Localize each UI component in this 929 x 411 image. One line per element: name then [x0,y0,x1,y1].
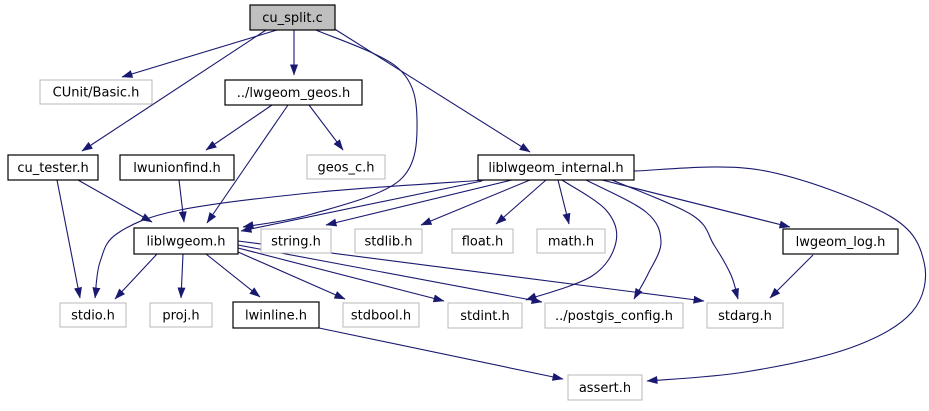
node-label-math-h: math.h [548,235,594,250]
node-lwunionfind-h[interactable]: lwunionfind.h [119,154,235,181]
node-box-liblwgeom-h[interactable] [133,227,239,255]
node-box-postgis-config-h [544,302,684,329]
node-box-math-h [536,228,606,254]
node-float-h: float.h [451,228,514,254]
node-label-liblwgeom-h: liblwgeom.h [147,235,226,250]
node-box-proj-h [149,302,213,328]
node-label-proj-h: proj.h [162,309,199,324]
node-box-float-h [451,228,514,254]
node-liblwgeom-h[interactable]: liblwgeom.h [133,227,239,255]
edge-cu-split-c-to-liblwgeom-h [242,29,418,229]
node-stdio-h: stdio.h [59,302,127,328]
edge-liblwgeom-h-to-proj-h [177,253,186,299]
edge-liblwgeom-internal-h-to-stdio-h [92,179,487,299]
node-geos-c-h: geos_c.h [306,154,386,180]
edge-cu-split-c-to-cunit-basic-h [121,29,278,78]
node-label-lwinline-h: lwinline.h [245,309,307,324]
node-box-stdio-h [59,302,127,328]
node-label-stdbool-h: stdbool.h [351,309,411,324]
edge-liblwgeom-h-to-postgis-config-h [237,244,543,304]
node-label-postgis-config-h: ../postgis_config.h [555,309,673,324]
edge-liblwgeom-internal-h-to-stdlib-h [420,179,531,226]
node-string-h: string.h [260,228,332,254]
edge-liblwgeom-h-to-lwinline-h [205,253,261,298]
node-label-lwgeom-geos-h: ../lwgeom_geos.h [237,86,351,101]
node-lwgeom-geos-h[interactable]: ../lwgeom_geos.h [224,79,363,106]
edge-liblwgeom-internal-h-to-lwgeom-log-h [601,179,791,229]
node-label-cu-tester-h: cu_tester.h [17,161,88,176]
node-box-lwunionfind-h[interactable] [119,154,235,181]
node-label-cu-split-c: cu_split.c [262,11,323,26]
node-proj-h: proj.h [149,302,213,328]
edge-liblwgeom-internal-h-to-assert-h [633,166,927,385]
edge-liblwgeom-internal-h-to-math-h [557,179,571,225]
edge-cu-tester-h-to-liblwgeom-h [77,179,153,223]
edge-liblwgeom-internal-h-to-liblwgeom-h [240,180,483,233]
edge-liblwgeom-internal-h-to-float-h [495,179,547,225]
node-label-string-h: string.h [271,235,321,250]
node-cu-tester-h[interactable]: cu_tester.h [7,154,99,181]
node-postgis-config-h: ../postgis_config.h [544,302,684,329]
node-label-assert-h: assert.h [579,381,631,396]
node-stdlib-h: stdlib.h [354,228,423,254]
edge-lwinline-h-to-assert-h [318,327,564,381]
node-assert-h: assert.h [567,374,643,401]
edge-lwgeom-geos-h-to-geos-c-h [308,104,344,151]
node-cunit-basic-h: CUnit/Basic.h [39,79,153,105]
edge-lwgeom-log-h-to-stdarg-h [769,254,814,299]
edge-liblwgeom-h-to-stdint-h [237,247,445,303]
edge-liblwgeom-h-to-stdbool-h [237,251,346,300]
edge-liblwgeom-internal-h-to-postgis-config-h [585,179,662,300]
node-label-stdint-h: stdint.h [460,309,509,324]
node-label-geos-c-h: geos_c.h [318,161,375,176]
node-box-stdint-h [447,302,523,329]
node-lwinline-h[interactable]: lwinline.h [232,301,320,329]
edge-cu-tester-h-to-stdio-h [56,179,82,299]
node-box-liblwgeom-internal-h[interactable] [477,154,635,181]
edge-lwgeom-geos-h-to-lwunionfind-h [205,104,273,151]
edge-liblwgeom-h-to-stdio-h [114,253,158,300]
node-stdbool-h: stdbool.h [342,302,420,328]
edge-liblwgeom-internal-h-to-stdarg-h [611,179,739,300]
node-box-lwgeom-geos-h[interactable] [224,79,363,106]
node-label-lwgeom-log-h: lwgeom_log.h [796,235,886,250]
node-stdint-h: stdint.h [447,302,523,329]
node-box-cu-split-c [249,4,336,31]
node-box-lwgeom-log-h[interactable] [782,228,899,255]
node-lwgeom-log-h[interactable]: lwgeom_log.h [782,228,899,255]
node-liblwgeom-internal-h[interactable]: liblwgeom_internal.h [477,154,635,181]
node-stdarg-h: stdarg.h [706,302,784,329]
edge-lwunionfind-h-to-liblwgeom-h [178,179,187,223]
node-label-stdlib-h: stdlib.h [365,235,413,250]
node-cu-split-c: cu_split.c [249,4,336,31]
edge-liblwgeom-internal-h-to-string-h [325,179,513,227]
node-box-lwinline-h[interactable] [232,301,320,329]
node-box-stdlib-h [354,228,423,254]
node-label-float-h: float.h [462,235,504,250]
node-box-cu-tester-h[interactable] [7,154,99,181]
edge-cu-split-c-to-liblwgeom-internal-h [332,27,531,153]
node-label-lwunionfind-h: lwunionfind.h [133,161,221,176]
node-label-cunit-basic-h: CUnit/Basic.h [53,86,140,101]
node-box-stdbool-h [342,302,420,328]
node-label-stdio-h: stdio.h [71,309,115,324]
node-label-stdarg-h: stdarg.h [718,309,772,324]
node-box-geos-c-h [306,154,386,180]
edge-liblwgeom-internal-h-to-stdint-h [525,179,618,301]
node-box-cunit-basic-h [39,79,153,105]
node-box-stdarg-h [706,302,784,329]
node-box-assert-h [567,374,643,401]
node-box-string-h [260,228,332,254]
node-math-h: math.h [536,228,606,254]
node-label-liblwgeom-internal-h: liblwgeom_internal.h [488,161,623,176]
edge-cu-split-c-to-cu-tester-h [81,29,267,152]
